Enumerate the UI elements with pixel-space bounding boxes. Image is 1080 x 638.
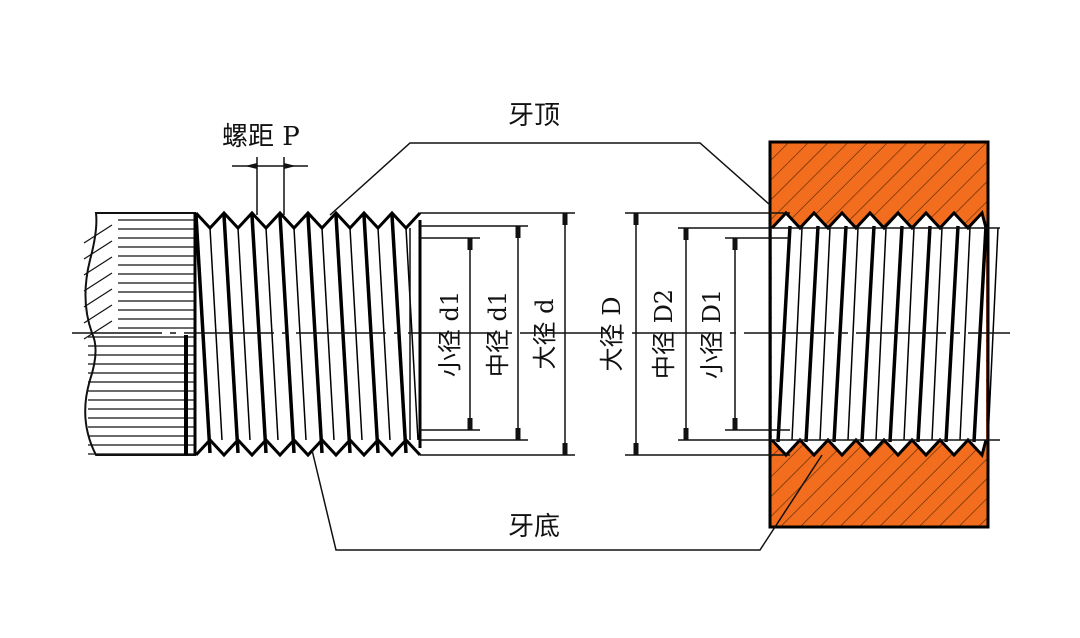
label-nut-pitch: 中径 D2: [650, 289, 678, 379]
thread-helix-line: [306, 214, 324, 454]
nut-helix-line: [944, 225, 960, 443]
root-leader: 牙底: [311, 449, 823, 551]
thread-helix-line: [222, 214, 240, 454]
nut-helix-line: [832, 225, 848, 443]
bolt-crest-profile-top: [194, 210, 422, 231]
nut-helix-line: [888, 225, 904, 443]
label-bolt-major: 大径 d: [531, 299, 559, 370]
thread-root-line: [405, 227, 419, 441]
thread-root-line: [293, 227, 307, 441]
label-pitch: 螺距 P: [222, 122, 300, 152]
label-bolt-pitch: 中径 d1: [484, 291, 512, 377]
thread-root-line: [349, 227, 363, 441]
thread-root-line: [237, 227, 251, 441]
nut-helix-line: [776, 225, 792, 443]
bolt-shank-breakaway: [83, 212, 196, 456]
nut-helix-line: [860, 225, 876, 443]
thread-root-line: [377, 227, 391, 441]
thread-helix-line: [278, 214, 296, 454]
crest-leader: 牙顶: [329, 101, 771, 216]
thread-helix-line: [194, 214, 212, 454]
nut-helix-line: [804, 225, 820, 443]
label-nut-minor: 小径 D1: [698, 289, 726, 379]
thread-root-line: [321, 227, 335, 441]
thread-helix-line: [334, 214, 352, 454]
thread-helix-line: [362, 214, 380, 454]
dimension-lines: [467, 213, 738, 455]
nut-section: [768, 140, 999, 529]
bolt: [83, 210, 422, 458]
thread-helix-line: [390, 214, 408, 454]
label-crest: 牙顶: [508, 101, 560, 131]
nut-helix-line: [972, 225, 988, 443]
label-root: 牙底: [508, 512, 560, 542]
pitch-annotation: 螺距 P: [222, 122, 308, 215]
thread-root-line: [265, 227, 279, 441]
thread-root-line: [209, 227, 223, 441]
label-nut-major: 大径 D: [598, 297, 626, 372]
label-bolt-minor: 小径 d1: [436, 291, 464, 377]
bolt-threads: [193, 210, 422, 458]
nut-helix-line: [916, 225, 932, 443]
thread-helix-line: [250, 214, 268, 454]
bolt-crest-profile-bottom: [194, 437, 422, 458]
